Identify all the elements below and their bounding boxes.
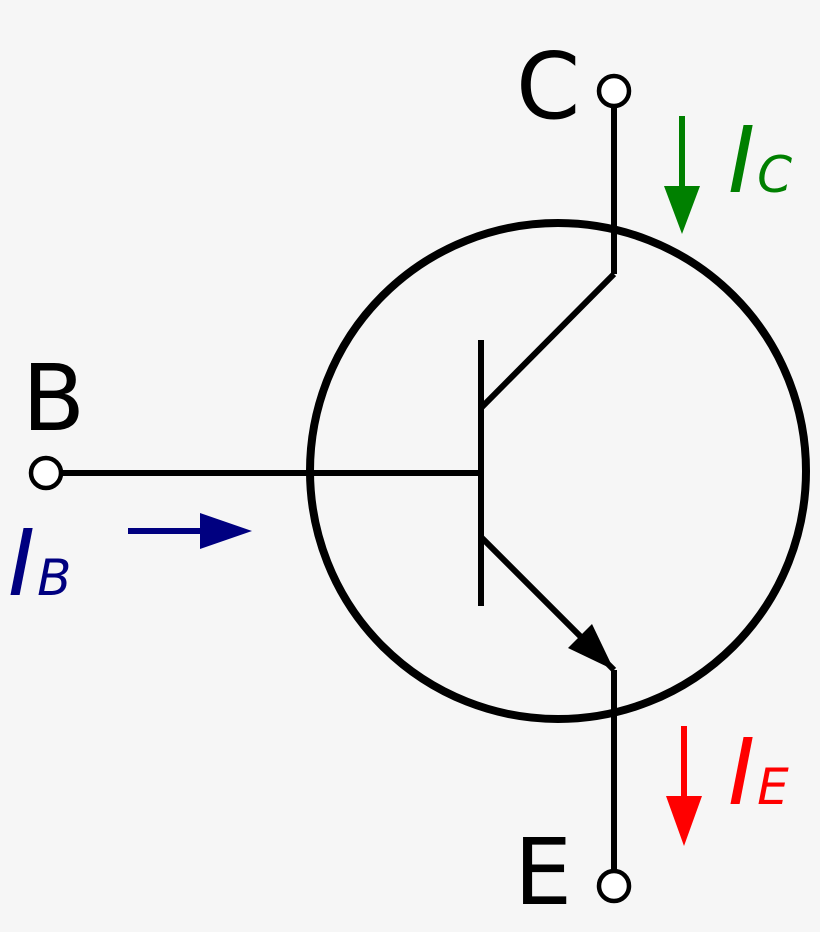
collector-current-label: IC: [728, 107, 792, 214]
collector-diagonal: [478, 271, 617, 411]
collector-label: C: [516, 33, 580, 140]
base-current-label: IB: [8, 510, 71, 617]
emitter-terminal-dot: [596, 868, 632, 904]
emitter-label: E: [514, 819, 572, 926]
base-label: B: [22, 345, 85, 452]
base-terminal-dot: [28, 455, 64, 491]
emitter-current-label: IE: [728, 719, 789, 826]
collector-current-arrow-icon: [664, 186, 700, 234]
base-current-arrow-icon: [200, 513, 252, 549]
collector-terminal-dot: [596, 73, 632, 109]
emitter-arrow-icon: [568, 624, 614, 670]
emitter-current-arrow-icon: [666, 796, 702, 846]
